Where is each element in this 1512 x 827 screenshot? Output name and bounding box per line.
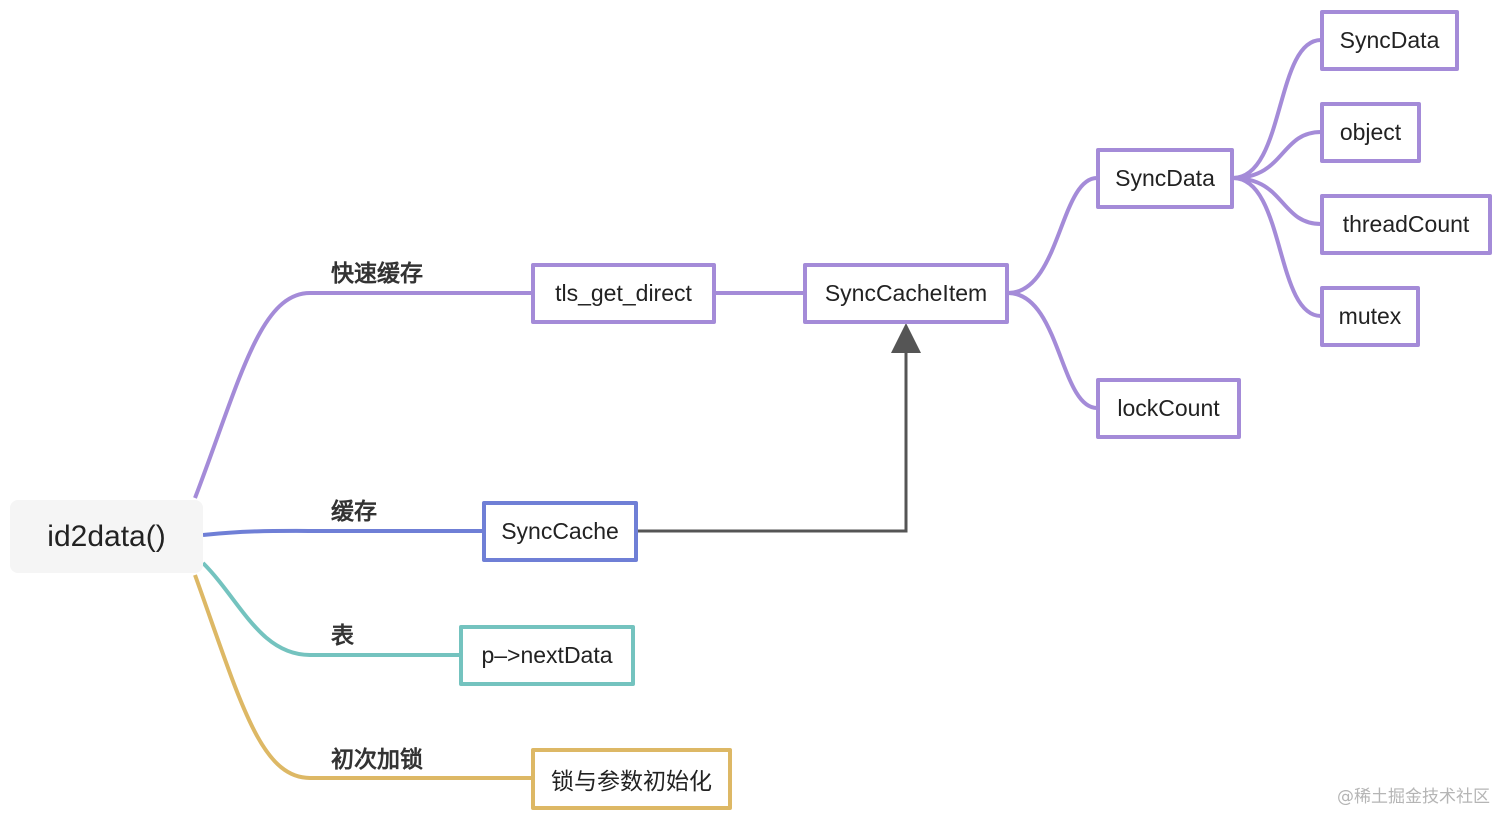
node-sync-data[interactable]: SyncData <box>1096 148 1234 209</box>
node-next-data[interactable]: p–>nextData <box>459 625 635 686</box>
node-sync-data-child-label: SyncData <box>1339 27 1440 53</box>
node-lock-count[interactable]: lockCount <box>1096 378 1241 439</box>
node-object[interactable]: object <box>1320 102 1421 163</box>
branch-label-table: 表 <box>331 623 354 649</box>
node-lock-init-label: 锁与参数初始化 <box>551 768 712 794</box>
edge-root-table <box>201 561 460 657</box>
edge-syncdata-syncdata <box>1232 38 1322 180</box>
node-mutex-label: mutex <box>1338 303 1402 329</box>
branch-label-fast-cache: 快速缓存 <box>331 261 423 287</box>
node-tls-get-direct[interactable]: tls_get_direct <box>531 263 716 324</box>
node-lock-init[interactable]: 锁与参数初始化 <box>531 748 732 810</box>
edge-root-first-lock <box>193 574 532 780</box>
watermark: @稀土掘金技术社区 <box>1337 787 1490 807</box>
node-sync-cache[interactable]: SyncCache <box>482 501 638 562</box>
arrow-synccache-synccacheitem <box>637 323 921 533</box>
branch-label-cache: 缓存 <box>331 499 377 525</box>
root-node[interactable]: id2data() <box>10 500 203 573</box>
edge-synccacheitem-syncdata <box>1007 176 1098 295</box>
node-object-label: object <box>1339 119 1402 145</box>
branch-label-first-lock: 初次加锁 <box>331 747 423 773</box>
node-mutex[interactable]: mutex <box>1320 286 1420 347</box>
edge-root-fast-cache <box>193 291 532 499</box>
edge-synccacheitem-lockcount <box>1007 291 1098 410</box>
node-sync-cache-label: SyncCache <box>501 518 619 544</box>
edge-syncdata-threadcount <box>1232 176 1322 226</box>
node-sync-cache-item[interactable]: SyncCacheItem <box>803 263 1009 324</box>
node-lock-count-label: lockCount <box>1117 395 1220 421</box>
edge-root-cache <box>202 528 483 537</box>
node-sync-cache-item-label: SyncCacheItem <box>824 280 988 306</box>
node-next-data-label: p–>nextData <box>481 642 613 668</box>
node-sync-data-child[interactable]: SyncData <box>1320 10 1459 71</box>
node-thread-count[interactable]: threadCount <box>1320 194 1492 255</box>
node-sync-data-label: SyncData <box>1115 165 1215 191</box>
root-label: id2data() <box>47 519 166 553</box>
node-thread-count-label: threadCount <box>1342 211 1470 237</box>
edge-syncdata-object <box>1232 130 1322 180</box>
node-tls-get-direct-label: tls_get_direct <box>555 280 692 306</box>
edge-syncdata-mutex <box>1232 176 1322 318</box>
